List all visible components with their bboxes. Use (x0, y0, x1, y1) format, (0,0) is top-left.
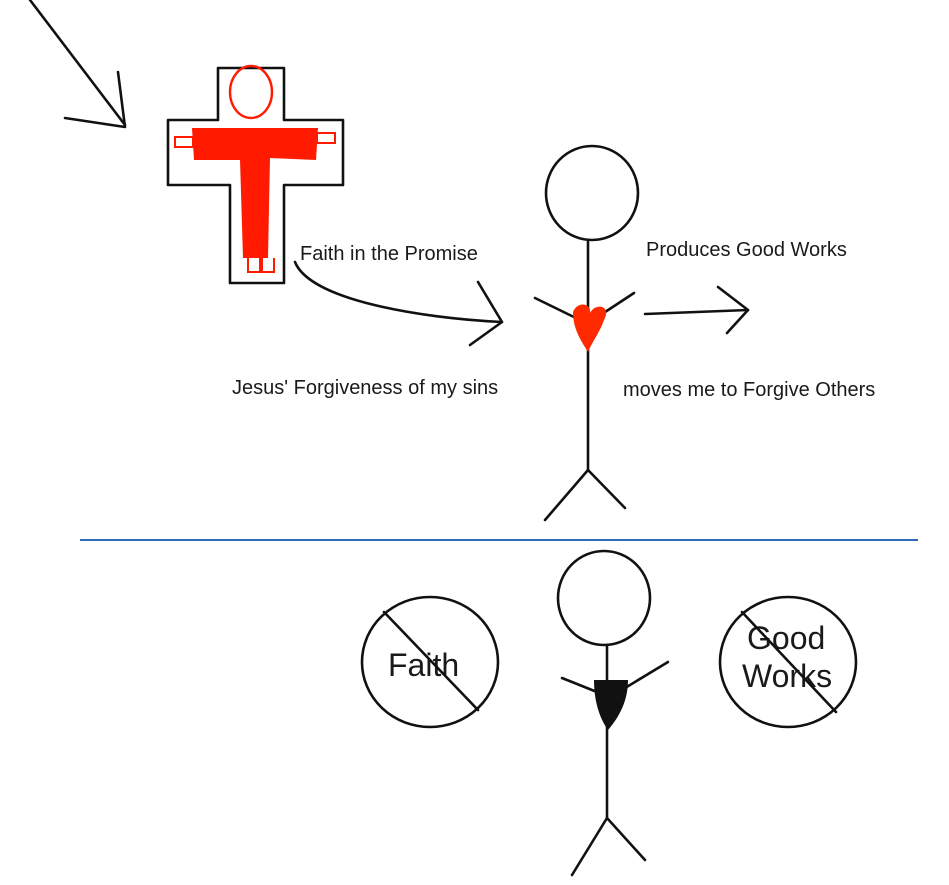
produces-label: Produces Good Works (646, 239, 847, 261)
believer-figure (533, 144, 640, 522)
forgiveness-label: Jesus' Forgiveness of my sins (232, 377, 498, 399)
crucifix-icon (166, 64, 345, 285)
good-works-arrow (643, 285, 750, 335)
forgive-others-label: moves me to Forgive Others (623, 379, 875, 401)
no-works-label: Works (742, 658, 832, 694)
corner-arrow (28, 0, 127, 129)
no-faith-symbol: Faith (360, 595, 500, 729)
nonbeliever-figure (556, 549, 670, 877)
no-good-works-symbol: Good Works (718, 595, 858, 729)
black-heart-icon (594, 680, 628, 730)
no-good-label: Good (747, 620, 825, 656)
red-heart-icon (573, 304, 607, 352)
faith-arrow (293, 260, 504, 347)
faith-label: Faith in the Promise (300, 243, 478, 265)
